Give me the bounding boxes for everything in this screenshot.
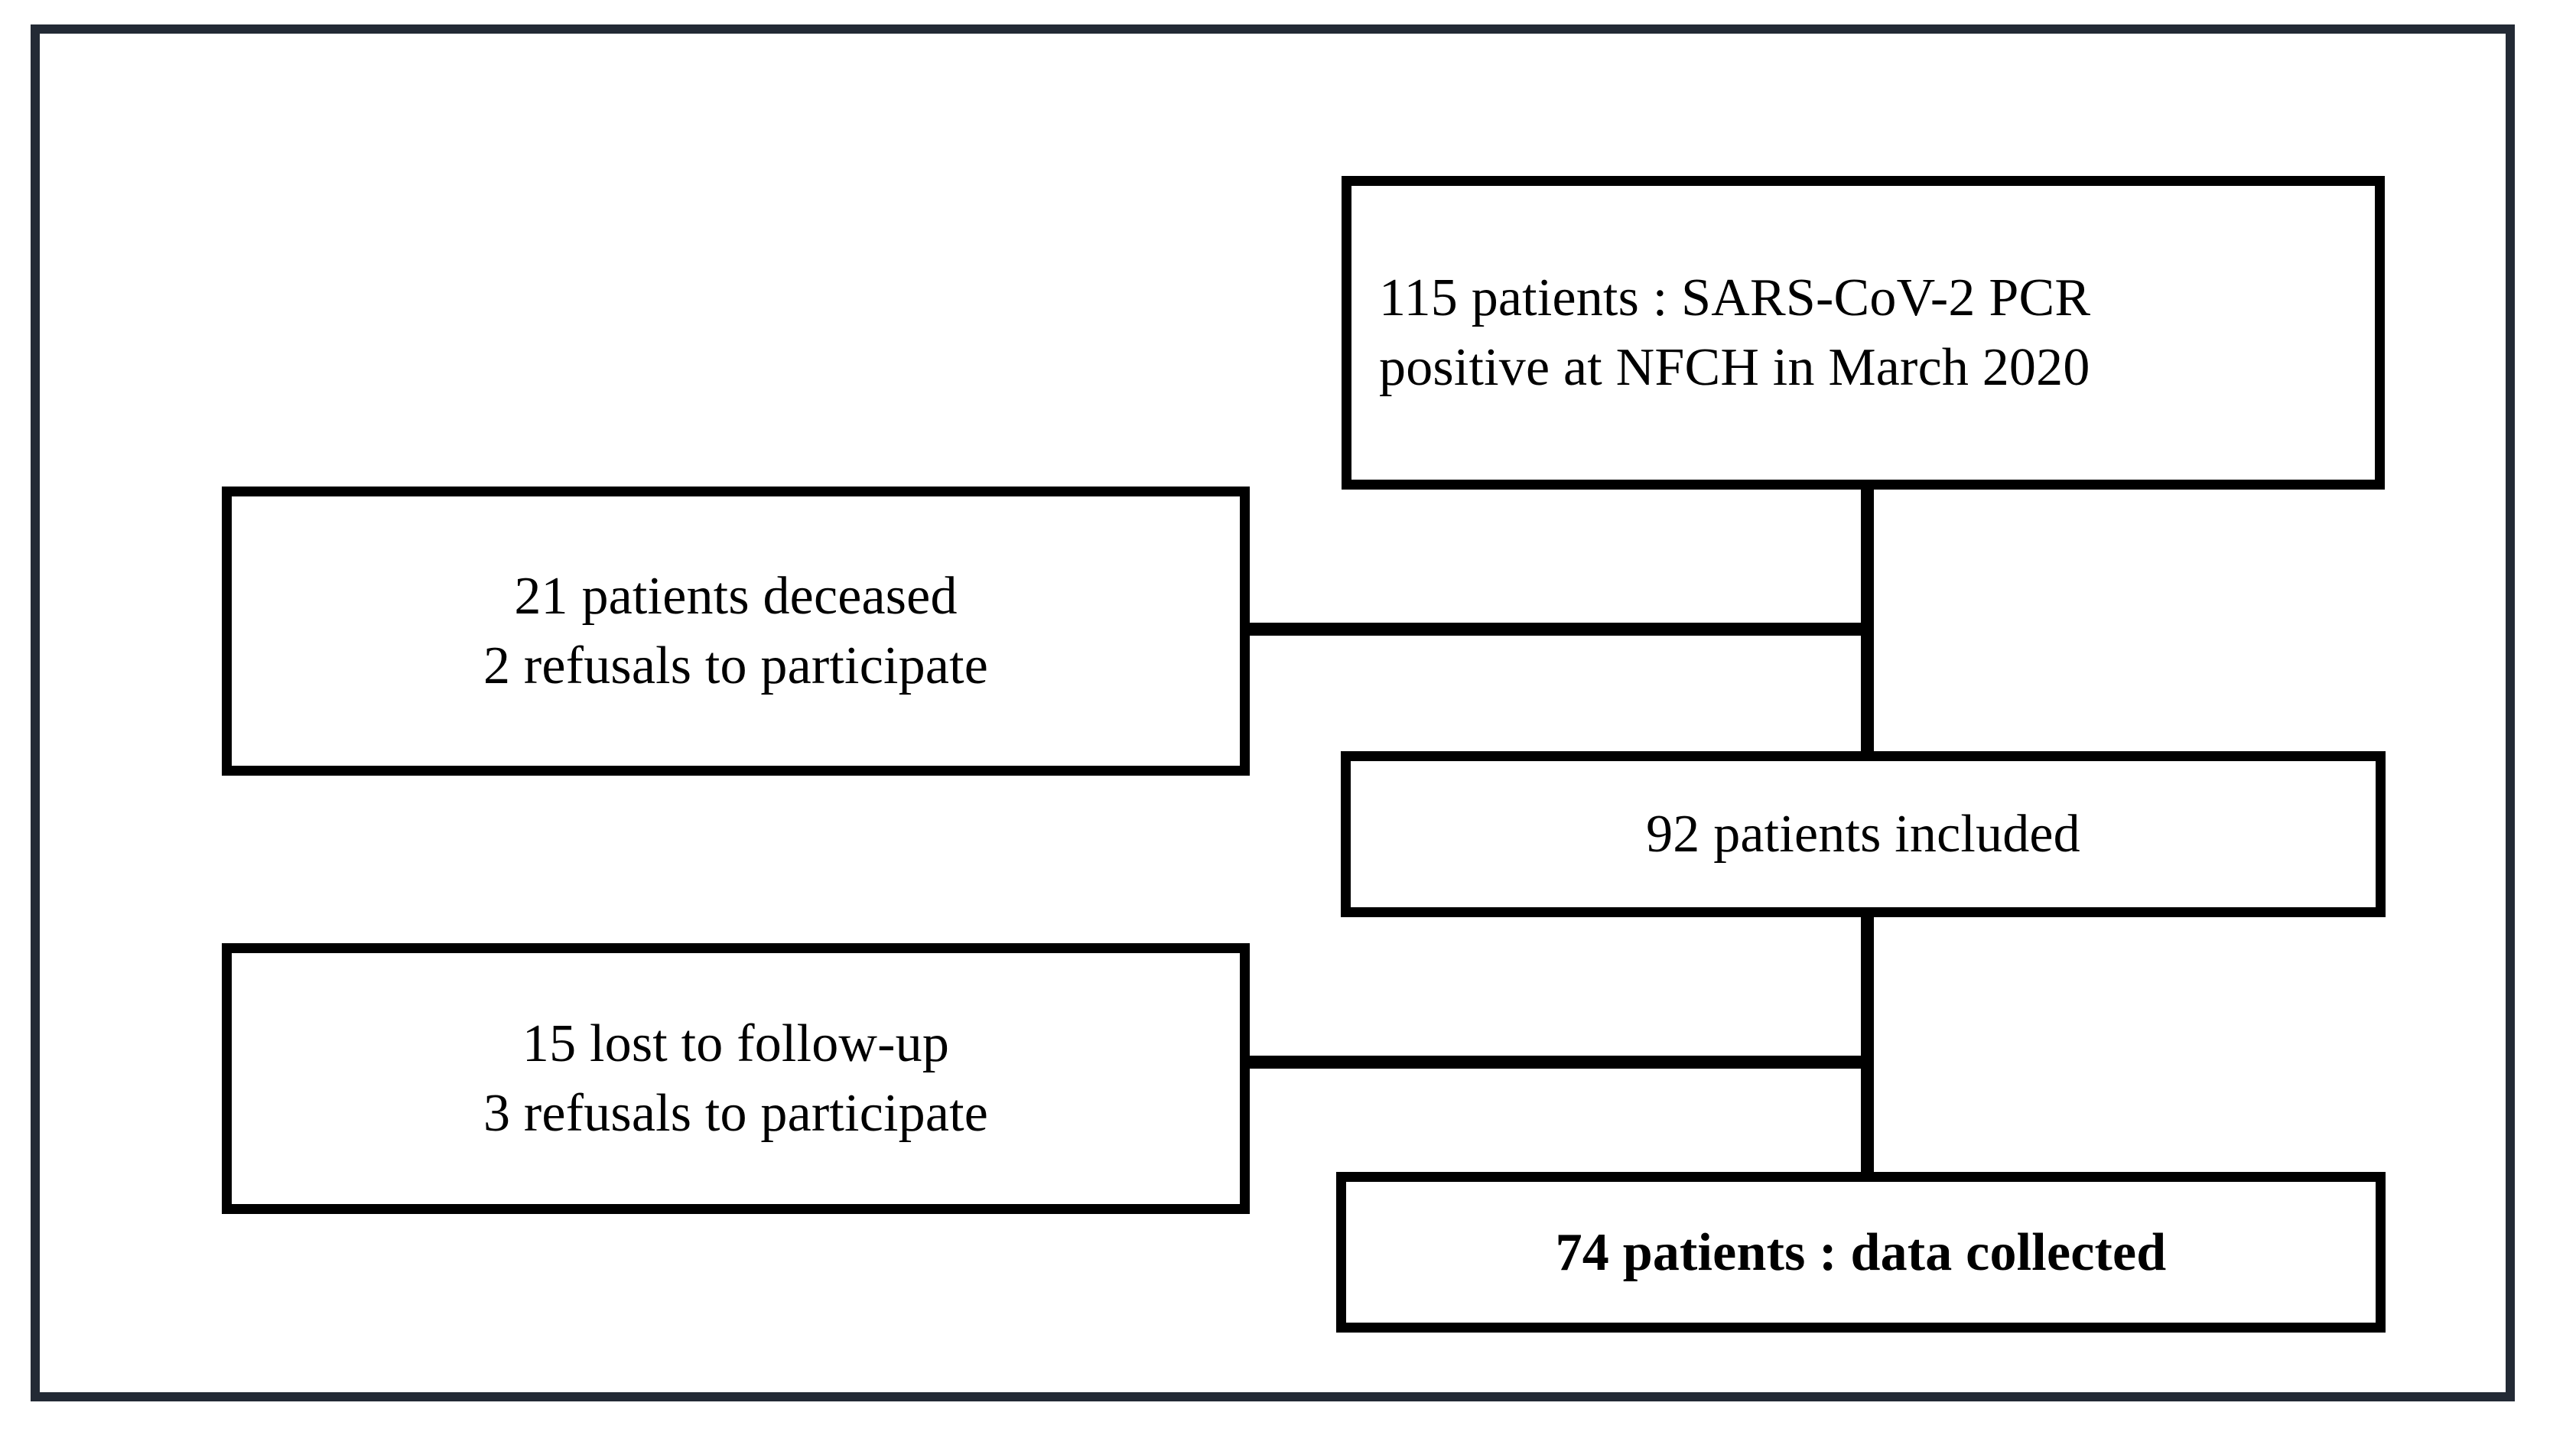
- included-line-1: 92 patients included: [1646, 805, 2080, 864]
- final-cohort-line-1: 74 patients : data collected: [1555, 1222, 2167, 1282]
- exclusion-1-line-2: 2 refusals to participate: [483, 636, 989, 695]
- connector-exclusion-2-to-spine: [1241, 1056, 1874, 1069]
- exclusion-1-line-1: 21 patients deceased: [514, 567, 958, 626]
- exclusion-2-line-2: 3 refusals to participate: [483, 1084, 989, 1143]
- connector-source-to-included: [1861, 477, 1874, 760]
- exclusion-box-2: 15 lost to follow-up 3 refusals to parti…: [222, 943, 1250, 1214]
- source-population-line-2: positive at NFCH in March 2020: [1379, 338, 2090, 397]
- final-cohort-box: 74 patients : data collected: [1336, 1172, 2386, 1333]
- exclusion-box-1: 21 patients deceased 2 refusals to parti…: [222, 487, 1250, 776]
- source-population-line-1: 115 patients : SARS-CoV-2 PCR: [1379, 268, 2091, 327]
- exclusion-2-line-1: 15 lost to follow-up: [522, 1014, 950, 1073]
- source-population-box: 115 patients : SARS-CoV-2 PCR positive a…: [1342, 176, 2385, 490]
- included-box: 92 patients included: [1341, 751, 2386, 917]
- connector-included-to-final: [1861, 906, 1874, 1181]
- diagram-outer-frame: 115 patients : SARS-CoV-2 PCR positive a…: [31, 24, 2515, 1401]
- connector-exclusion-1-to-spine: [1241, 623, 1874, 636]
